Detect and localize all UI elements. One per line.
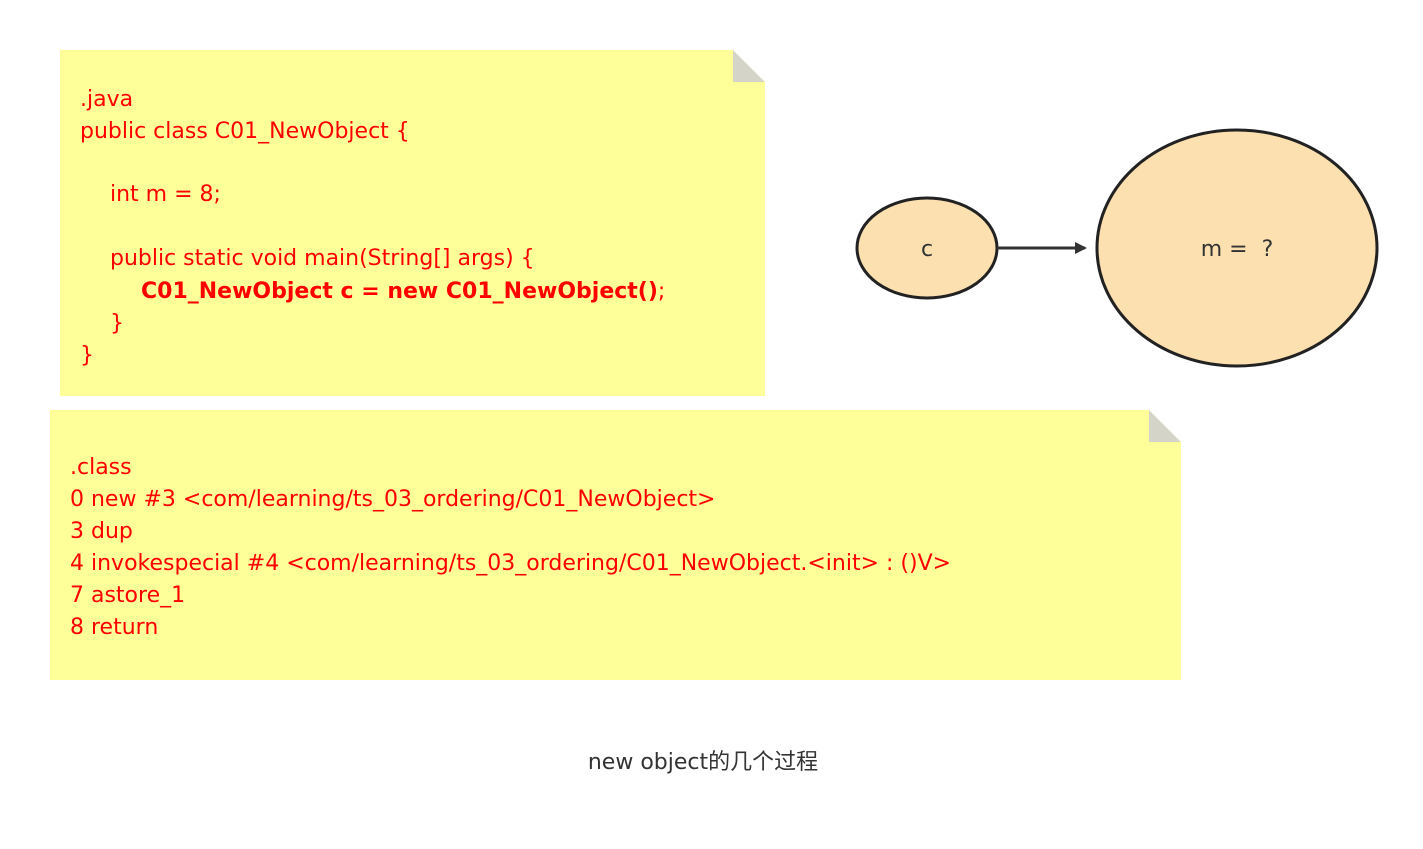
figure-caption: new object的几个过程 bbox=[587, 750, 819, 775]
bytecode-note: .class 0 new #3 <com/learning/ts_03_orde… bbox=[50, 410, 1181, 680]
code-line: .java bbox=[80, 87, 134, 112]
code-line: } bbox=[80, 343, 94, 368]
code-line: .class bbox=[70, 455, 132, 480]
java-source-note: .java public class C01_NewObject { int m… bbox=[60, 50, 765, 396]
object-node bbox=[1095, 128, 1379, 368]
statement-terminator: ; bbox=[657, 279, 666, 304]
highlighted-statement: C01_NewObject c = new C01_NewObject() bbox=[141, 279, 658, 304]
note-fold-corner bbox=[733, 50, 765, 82]
code-line: public static void main(String[] args) { bbox=[110, 246, 535, 271]
code-line-highlighted: C01_NewObject c = new C01_NewObject(); bbox=[141, 276, 665, 308]
code-line: 7 astore_1 bbox=[70, 583, 186, 608]
reference-label: c bbox=[921, 237, 933, 262]
code-line: 0 new #3 <com/learning/ts_03_ordering/C0… bbox=[70, 487, 716, 512]
reference-diagram: c m = ? bbox=[855, 128, 1379, 368]
code-line: 3 dup bbox=[70, 519, 133, 544]
code-line: 8 return bbox=[70, 615, 159, 640]
code-line: } bbox=[110, 311, 124, 336]
code-line: 4 invokespecial #4 <com/learning/ts_03_o… bbox=[70, 551, 952, 576]
note-fold-corner bbox=[1149, 410, 1181, 442]
code-line: public class C01_NewObject { bbox=[80, 119, 410, 144]
object-label: m = ? bbox=[1201, 237, 1274, 262]
code-line: int m = 8; bbox=[110, 182, 221, 207]
